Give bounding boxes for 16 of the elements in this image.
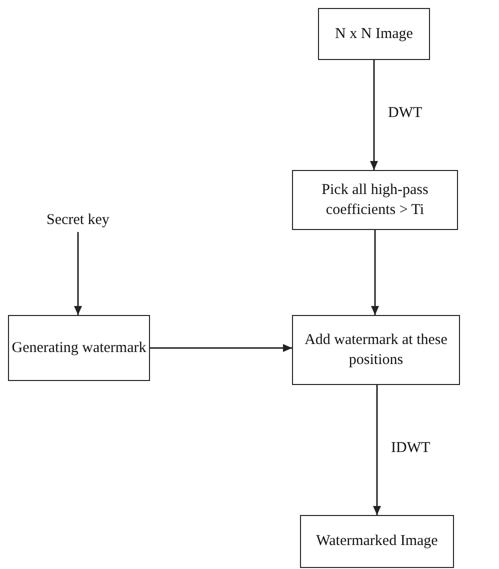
box-text: Pick all high-pass coefficients > Ti	[320, 180, 430, 220]
arrow	[373, 385, 381, 515]
process-box	[8, 315, 150, 381]
box-text: Watermarked Image	[316, 532, 438, 552]
input-label: Secret key	[28, 208, 128, 232]
process-box	[300, 515, 454, 568]
arrow	[150, 344, 292, 352]
box-text: Generating watermark	[12, 338, 146, 358]
box-text: N x N Image	[335, 24, 413, 44]
arrow	[74, 232, 82, 315]
box-text: Add watermark at these positions	[304, 330, 448, 370]
arrow	[371, 230, 379, 315]
process-box	[292, 170, 458, 230]
arrow	[370, 60, 378, 170]
process-box	[292, 315, 460, 385]
process-box	[318, 8, 430, 60]
